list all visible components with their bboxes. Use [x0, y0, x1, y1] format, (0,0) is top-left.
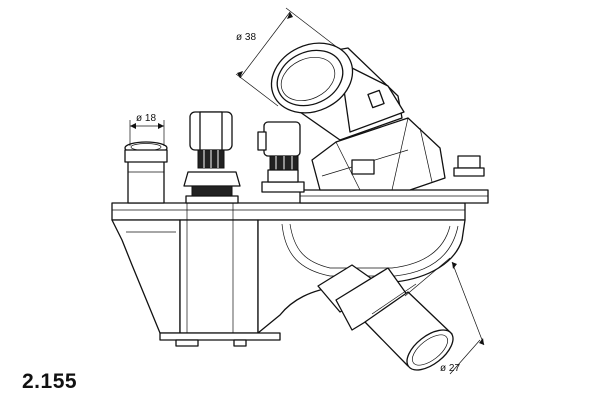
dimension-38: ø 38 — [235, 7, 339, 107]
temperature-sensor — [183, 111, 241, 204]
electrical-connector — [257, 121, 305, 193]
dimension-27: ø 27 — [404, 257, 485, 375]
dim-label-38: ø 38 — [236, 32, 256, 43]
inlet-pipe-18 — [124, 141, 168, 204]
dim-label-18: ø 18 — [136, 113, 156, 124]
outlet-pipe-27 — [317, 264, 454, 371]
dimension-18: ø 18 — [129, 113, 165, 146]
part-number-label: 2.155 — [22, 370, 78, 393]
dim-label-27: ø 27 — [440, 363, 460, 374]
outlet-pipe-38 — [270, 42, 485, 191]
